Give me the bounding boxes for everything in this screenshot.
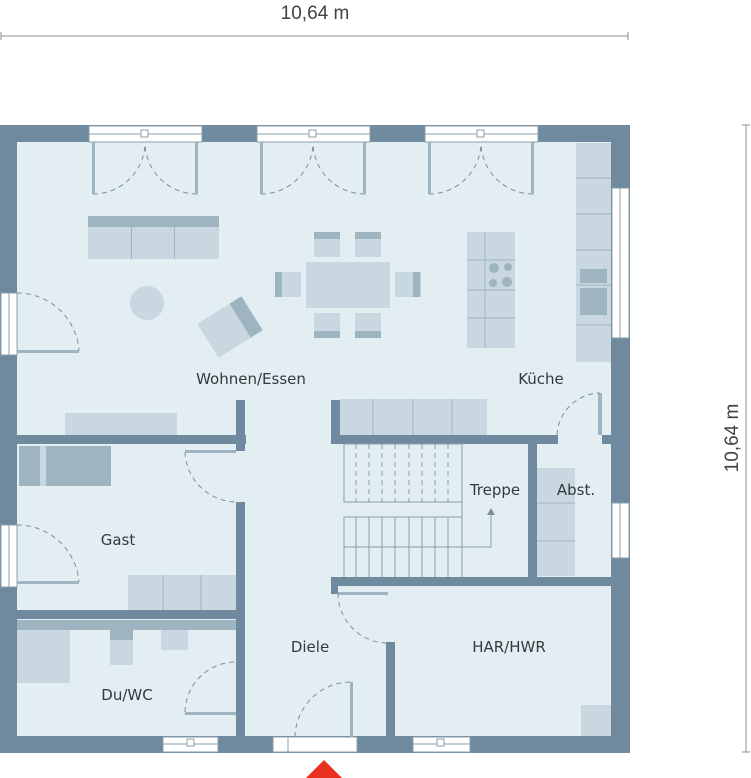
sofa [88,216,219,259]
top-door-leaves [92,142,534,194]
dimension-width: 10,64 m [0,3,629,40]
top-door-swings [92,143,534,195]
washbasin [161,630,188,650]
room-label-diele: Diele [291,638,329,656]
bottom-windows [162,736,471,753]
height-label: 10,64 m [722,404,743,473]
interior-walls [17,400,611,736]
dining-table [275,232,421,338]
room-label-treppe: Treppe [469,481,520,499]
room-label-gast: Gast [101,531,136,549]
bath-wall-shelf [17,620,236,630]
kitchen-island [467,232,515,348]
dimension-height: 10,64 m [722,124,750,753]
sink-icon [580,269,607,283]
entrance-arrow-icon [306,760,342,778]
cooktop-icon [489,263,499,273]
abst-shelf [537,468,575,576]
stair-direction-arrow-icon [487,508,495,515]
room-label-kueche: Küche [518,370,564,388]
side-table [130,286,164,320]
room-label-wohnen: Wohnen/Essen [196,370,306,388]
room-label-duwc: Du/WC [101,686,152,704]
shower [17,630,70,683]
kitchen-counter [576,143,611,362]
room-label-har: HAR/HWR [472,638,546,656]
living-cabinet [340,399,487,435]
width-label: 10,64 m [281,3,350,24]
gast-bed [19,446,111,486]
har-appliance [581,705,611,736]
sideboard [65,413,177,435]
armchair [197,296,263,358]
gast-wardrobe [128,575,236,610]
room-label-abst: Abst. [557,481,595,499]
entrance-door [272,681,358,753]
staircase [343,443,492,577]
top-doors [88,125,539,143]
